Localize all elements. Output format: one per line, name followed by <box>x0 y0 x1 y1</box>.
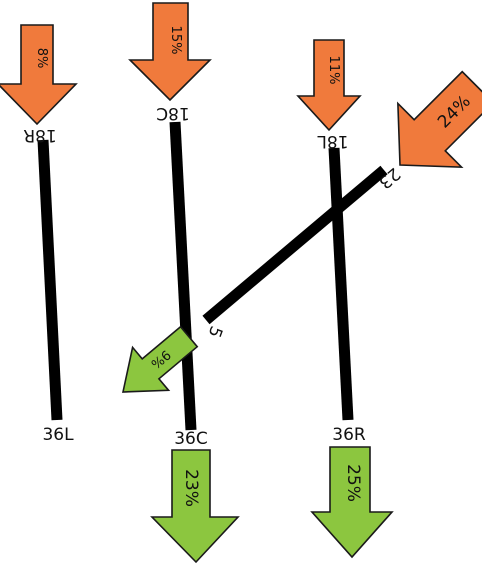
arrival-arrow-23: 24% <box>397 70 482 168</box>
svg-text:15%: 15% <box>168 26 183 55</box>
runway-18R-36L <box>37 139 63 421</box>
svg-text:23%: 23% <box>181 469 201 507</box>
runway-label-18R: 18R <box>23 125 57 145</box>
arrival-arrow-18L: 11% <box>296 39 362 132</box>
runway-label-36C: 36C <box>174 429 208 449</box>
runway-5-23 <box>202 165 388 325</box>
departure-arrow-5: 9% <box>122 325 199 393</box>
svg-text:11%: 11% <box>326 56 341 85</box>
departure-arrow-36C: 23% <box>150 449 240 564</box>
runway-label-36R: 36R <box>332 425 366 445</box>
arrival-arrow-18C: 15% <box>128 2 212 102</box>
runway-label-18C: 18C <box>156 103 190 123</box>
arrival-arrow-18R: 8% <box>0 24 78 126</box>
runway-18C-36C <box>169 121 197 431</box>
svg-text:8%: 8% <box>34 48 49 69</box>
runway-18L-36R <box>328 147 354 421</box>
runway-label-18L: 18L <box>317 131 349 151</box>
runway-label-5: 5 <box>203 323 225 340</box>
runway-label-36L: 36L <box>42 425 74 445</box>
svg-text:25%: 25% <box>343 464 363 502</box>
departure-arrow-36R: 25% <box>310 446 394 559</box>
